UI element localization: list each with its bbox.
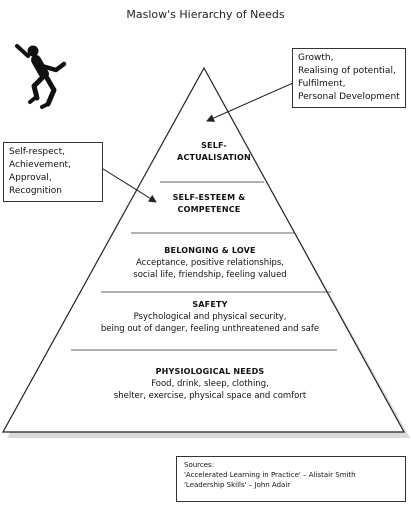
callout-self-respect: Self-respect, Achievement, Approval, Rec… xyxy=(3,142,103,202)
layer-heading: PHYSIOLOGICAL NEEDS xyxy=(155,367,265,376)
layer-detail: social life, friendship, feeling valued xyxy=(133,270,287,280)
layer-physiological: PHYSIOLOGICAL NEEDS Food, drink, sleep, … xyxy=(65,366,355,402)
arrow-top-right xyxy=(206,82,294,122)
callout-line: Realising of potential, xyxy=(298,66,396,76)
sources-label: Sources: xyxy=(184,461,215,469)
layer-belonging: BELONGING & LOVE Acceptance, positive re… xyxy=(110,245,310,281)
layer-detail: Food, drink, sleep, clothing, xyxy=(151,379,269,389)
callout-line: Fulfilment, xyxy=(298,79,346,89)
layer-self-actualisation: SELF- ACTUALISATION xyxy=(154,140,274,164)
source-item: 'Leadership Skills' – John Adair xyxy=(184,481,291,489)
layer-heading: BELONGING & LOVE xyxy=(164,246,256,255)
layer-heading: SAFETY xyxy=(192,300,228,309)
callout-line: Personal Development xyxy=(298,92,400,102)
layer-detail: Psychological and physical security, xyxy=(133,312,287,322)
sources-box: Sources: 'Accelerated Learning in Practi… xyxy=(176,456,406,502)
layer-self-esteem: SELF-ESTEEM & COMPETENCE xyxy=(144,192,274,216)
callout-line: Achievement, xyxy=(9,160,71,170)
jumping-person-icon xyxy=(15,44,67,109)
layer-heading: SELF-ESTEEM & xyxy=(172,193,246,202)
page-title: Maslow's Hierarchy of Needs xyxy=(126,8,285,21)
layer-detail: Acceptance, positive relationships, xyxy=(135,258,284,268)
source-item: 'Accelerated Learning in Practice' – Ali… xyxy=(184,471,356,479)
callout-line: Approval, xyxy=(9,173,52,183)
callout-line: Growth, xyxy=(298,53,334,63)
layer-detail: shelter, exercise, physical space and co… xyxy=(113,391,307,401)
arrow-left xyxy=(99,166,157,203)
layer-detail: being out of danger, feeling unthreatene… xyxy=(100,324,320,334)
layer-heading: SELF- xyxy=(201,141,227,150)
layer-heading: COMPETENCE xyxy=(177,205,241,214)
pyramid-outline xyxy=(1,66,406,433)
layer-safety: SAFETY Psychological and physical securi… xyxy=(65,299,355,335)
callout-line: Self-respect, xyxy=(9,147,65,157)
callout-line: Recognition xyxy=(9,186,62,196)
layer-heading: ACTUALISATION xyxy=(177,153,251,162)
callout-growth: Growth, Realising of potential, Fulfilme… xyxy=(292,48,406,108)
